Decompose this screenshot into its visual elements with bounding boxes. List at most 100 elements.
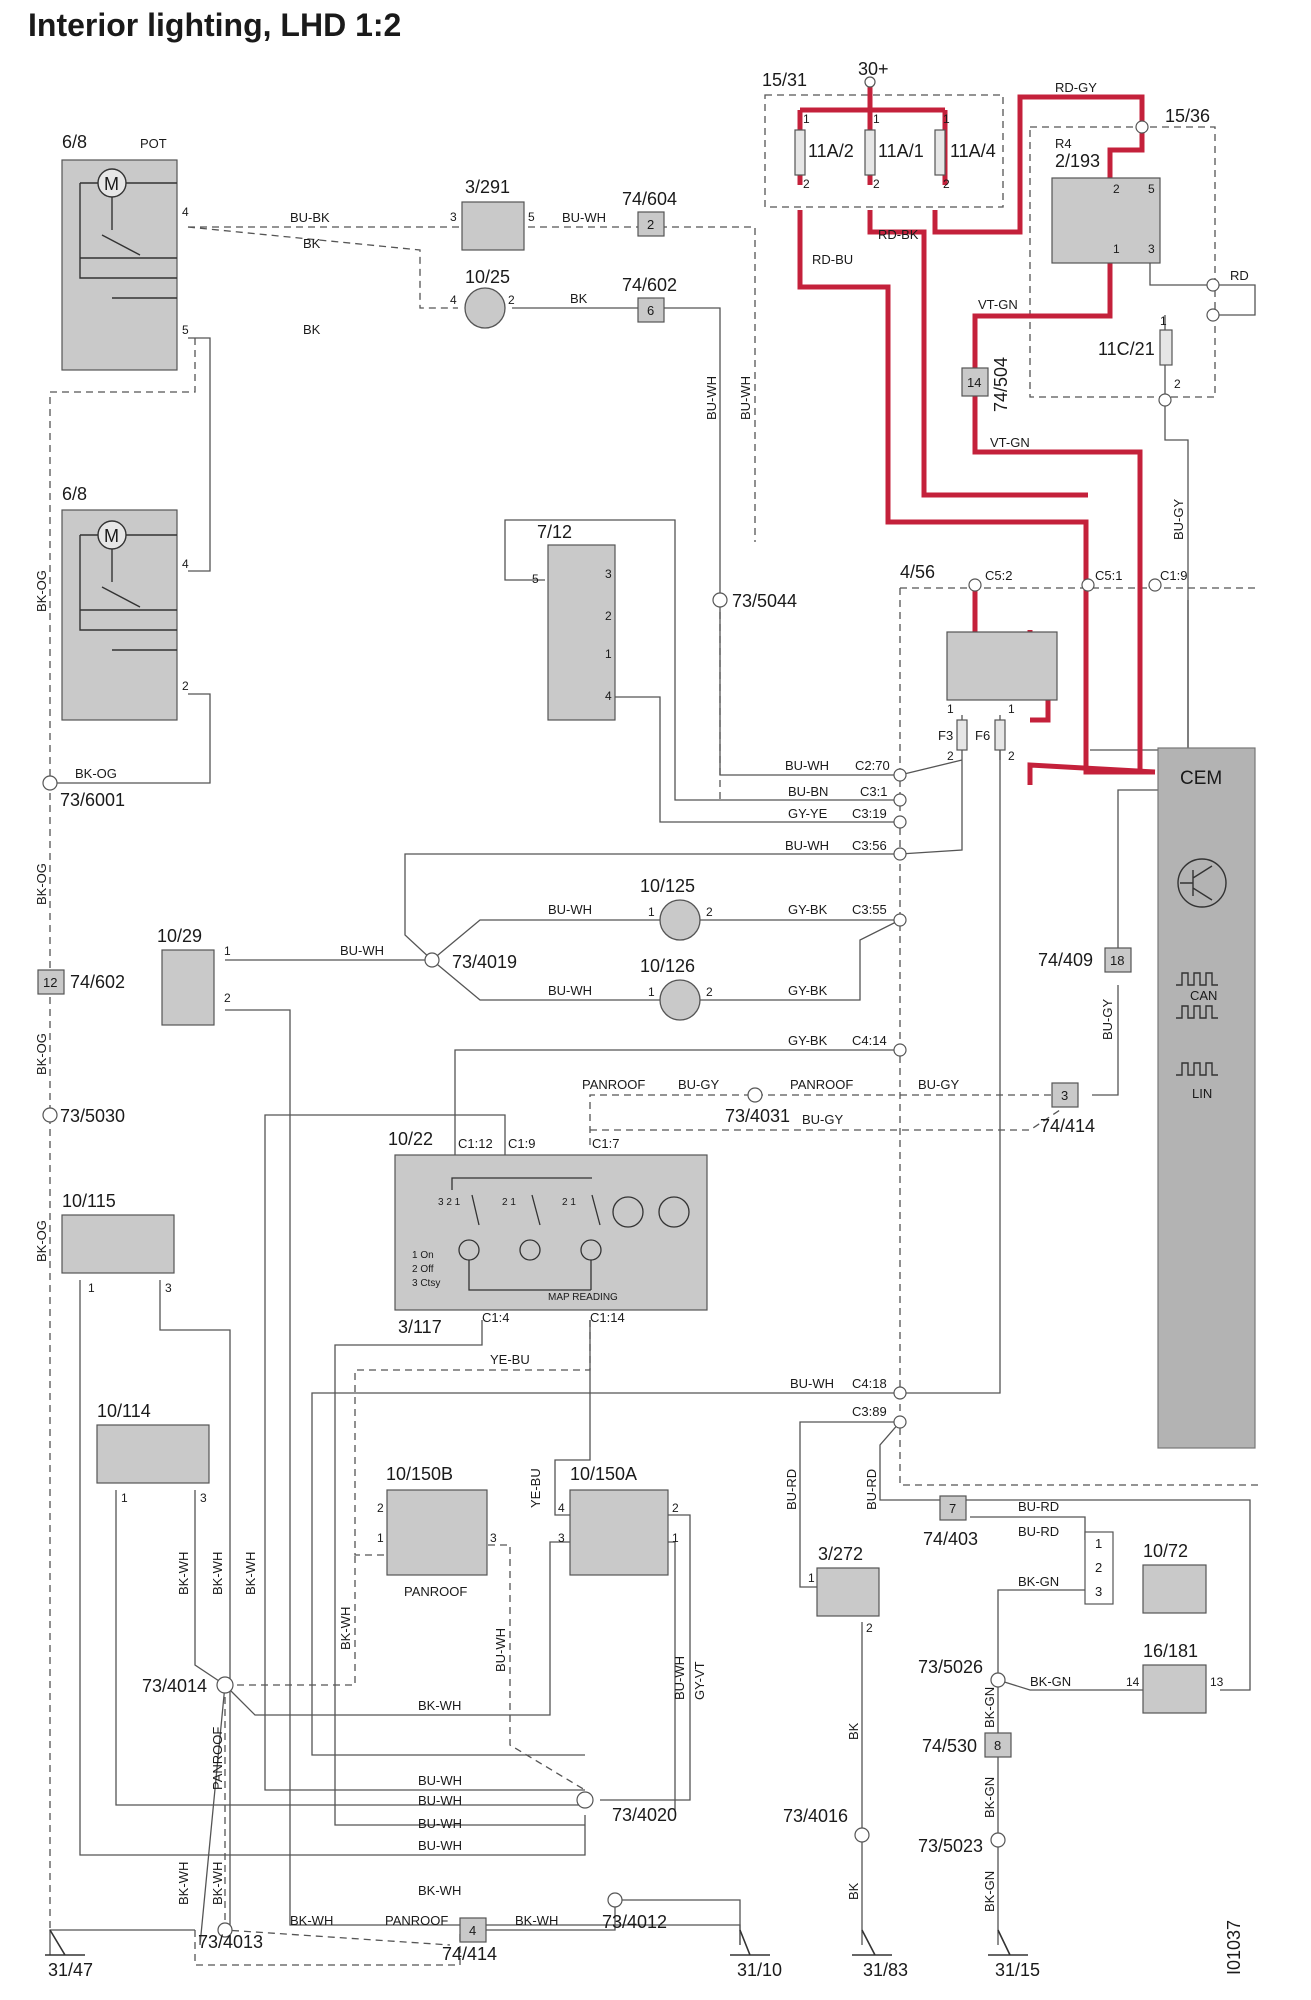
w-bk-wh-v3: BK-WH xyxy=(243,1552,258,1595)
w-rd-bu: RD-BU xyxy=(812,252,853,267)
w-bu-wh-10126: BU-WH xyxy=(548,983,592,998)
legend-2: 2 Off xyxy=(412,1264,434,1275)
red-rd-bk xyxy=(867,210,1088,498)
pin-11c-1: 1 xyxy=(1160,314,1167,328)
wire-c3-56 xyxy=(404,853,900,961)
label-10-115: 10/115 xyxy=(62,1191,116,1211)
conn-c1-9a: C1:9 xyxy=(1160,568,1187,583)
pin-150b-3: 3 xyxy=(490,1531,497,1545)
wire-c3-89-b xyxy=(879,1421,1251,1691)
sp-73-4012 xyxy=(607,1892,623,1908)
term-c5-1 xyxy=(1081,578,1095,592)
w-bu-wh-v1: BU-WH xyxy=(704,376,719,420)
splice-numbers: 2 6 14 18 12 3 7 8 4 1 2 3 xyxy=(43,217,1124,1938)
w-bu-gy-1: BU-GY xyxy=(1171,499,1186,541)
label-16-181: 16/181 xyxy=(1143,1641,1198,1661)
label-15-31: 15/31 xyxy=(762,70,807,90)
pin-11c-2: 2 xyxy=(1174,377,1181,391)
w-rd-gy: RD-GY xyxy=(1055,80,1097,95)
sw-21b: 2 1 xyxy=(502,1197,516,1208)
connector-labels: C2:70 C3:1 C3:19 C3:56 C3:55 C4:14 C4:18… xyxy=(458,568,1187,1419)
w-bu-wh-h2: BU-WH xyxy=(418,1793,462,1808)
pin-150b-1: 1 xyxy=(377,1531,384,1545)
label-74-409: 74/409 xyxy=(1038,950,1093,970)
fuse-11a4 xyxy=(934,129,946,176)
w-bu-rd-v1: BU-RD xyxy=(784,1469,799,1510)
pin-150b-2: 2 xyxy=(377,1501,384,1515)
label-11a2: 11A/2 xyxy=(808,141,854,161)
wire-7-12-top xyxy=(504,519,900,801)
pin-1025-4: 4 xyxy=(450,293,457,307)
label-10-25: 10/25 xyxy=(465,267,510,287)
label-f6: F6 xyxy=(975,728,990,743)
transistor-icon xyxy=(1177,858,1227,908)
label-73-4019: 73/4019 xyxy=(452,952,517,972)
w-bu-rd-h1: BU-RD xyxy=(1018,1499,1059,1514)
num-74-403: 7 xyxy=(949,1501,956,1516)
label-r4: R4 xyxy=(1055,136,1072,151)
w-bu-wh-h4: BU-WH xyxy=(418,1838,462,1853)
conn-c3-19: C3:19 xyxy=(852,806,887,821)
label-74-414a: 74/414 xyxy=(1040,1116,1095,1136)
label-10-126: 10/126 xyxy=(640,956,695,976)
w-bk-3: BK xyxy=(303,322,321,337)
terminals xyxy=(864,76,1220,1429)
pin-16181-14: 14 xyxy=(1126,1675,1140,1689)
label-11a4: 11A/4 xyxy=(950,141,996,161)
pin-712-2: 2 xyxy=(605,609,612,623)
pin-1029-2: 2 xyxy=(224,991,231,1005)
label-73-4031: 73/4031 xyxy=(725,1106,790,1126)
conn-c1-14: C1:14 xyxy=(590,1310,625,1325)
w-bk-wh-h4: BK-WH xyxy=(515,1913,558,1928)
w-bk-2: BK xyxy=(570,291,588,306)
w-rd: RD xyxy=(1230,268,1249,283)
w-bk-wh-v5: BK-WH xyxy=(176,1862,191,1905)
pin-f3-1: 1 xyxy=(947,702,954,716)
pin-10125-1: 1 xyxy=(648,905,655,919)
term-c1-9a xyxy=(1148,578,1162,592)
red-rd-gy xyxy=(932,94,1145,235)
w-bu-wh-v4: BU-WH xyxy=(672,1656,687,1700)
w-bk-og-h: BK-OG xyxy=(75,766,117,781)
wire-c3-89 xyxy=(799,1421,900,1588)
w-bk-wh-h2: BK-WH xyxy=(418,1883,461,1898)
wire-bu-gy-74414 xyxy=(590,1109,1061,1131)
sp-73-4020 xyxy=(576,1791,594,1809)
w-bu-wh-1: BU-WH xyxy=(562,210,606,225)
label-73-4012: 73/4012 xyxy=(602,1912,667,1932)
w-bu-wh-1029: BU-WH xyxy=(340,943,384,958)
label-4-56: 4/56 xyxy=(900,562,935,582)
box-10-72 xyxy=(1142,1564,1207,1614)
cem-symbols xyxy=(1176,858,1227,1076)
w-gy-vt: GY-VT xyxy=(692,1661,707,1700)
w-gy-ye: GY-YE xyxy=(788,806,828,821)
fuse-11a1 xyxy=(864,129,876,176)
splice-points xyxy=(42,592,1006,1938)
pin-f6-2: 2 xyxy=(1008,749,1015,763)
label-f3: F3 xyxy=(938,728,953,743)
w-bu-wh-v3: BU-WH xyxy=(493,1628,508,1672)
led-icon-1 xyxy=(612,1196,644,1228)
box-10-150a xyxy=(569,1489,669,1576)
red-vt-gn xyxy=(972,127,1155,775)
wire-bk-1025 xyxy=(187,226,458,309)
num-box-1: 1 xyxy=(1095,1536,1102,1551)
pin-712-5: 5 xyxy=(532,572,539,586)
splice-74-403 xyxy=(939,1495,967,1521)
map-reading-internals xyxy=(451,1177,690,1291)
conn-c3-56: C3:56 xyxy=(852,838,887,853)
sp-73-4014 xyxy=(216,1676,234,1694)
label-73-5044: 73/5044 xyxy=(732,591,797,611)
w-vt-gn-1: VT-GN xyxy=(978,297,1018,312)
motor-b-wiring xyxy=(79,534,177,651)
pin-3272-1: 1 xyxy=(808,1571,815,1585)
wire-10-114-1 xyxy=(115,1490,585,1806)
w-bk-wh-v2: BK-WH xyxy=(210,1552,225,1595)
w-bu-rd-h2: BU-RD xyxy=(1018,1524,1059,1539)
num-74-530: 8 xyxy=(994,1738,1001,1753)
wire-rd xyxy=(1149,260,1256,316)
pin-relay-1: 1 xyxy=(1113,242,1120,256)
w-bu-wh-c270: BU-WH xyxy=(785,758,829,773)
sp-73-5044 xyxy=(712,592,728,608)
